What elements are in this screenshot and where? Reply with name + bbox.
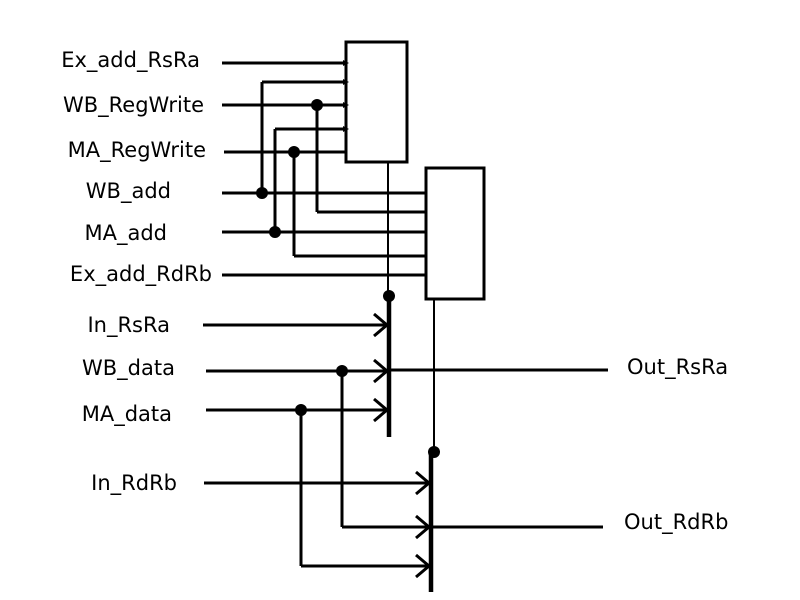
arrow-tip-1 [343,60,349,66]
arrow-tip-4 [343,126,349,132]
label-in-rdrb: In_RdRb [91,471,177,495]
junction-dot [383,290,395,302]
label-out-rsra: Out_RsRa [627,355,729,379]
junction-dot [336,365,348,377]
arrow-tip-3 [343,102,349,108]
label-out-rdrb: Out_RdRb [624,510,729,534]
arrow-in-rsra [373,312,390,338]
junction-dot [256,187,268,199]
junction-dot [288,146,300,158]
label-wb-add: WB_add [85,179,171,203]
arrow-tip-2 [343,79,349,85]
label-ma-regwrite: MA_RegWrite [67,138,206,162]
label-ex-add-rdrb: Ex_add_RdRb [69,262,212,286]
arrow-wb-data [373,358,390,384]
label-in-rsra: In_RsRa [87,313,170,337]
arrow-wb-data-branch [415,514,432,540]
junction-dot [428,446,440,458]
rsra-compare-block [344,40,409,164]
arrow-ma-data [373,397,390,423]
arrow-ma-data-branch [415,553,432,579]
rdrb-compare-block [424,166,486,301]
label-ex-add-rsra: Ex_add_RsRa [61,48,200,72]
junction-dot [269,226,281,238]
junction-dot [311,99,323,111]
label-wb-regwrite: WB_RegWrite [62,93,204,117]
junction-dot [295,404,307,416]
label-ma-add: MA_add [84,221,167,245]
arrow-in-rdrb [415,470,432,496]
label-wb-data: WB_data [82,356,175,380]
label-ma-data: MA_data [81,402,172,426]
